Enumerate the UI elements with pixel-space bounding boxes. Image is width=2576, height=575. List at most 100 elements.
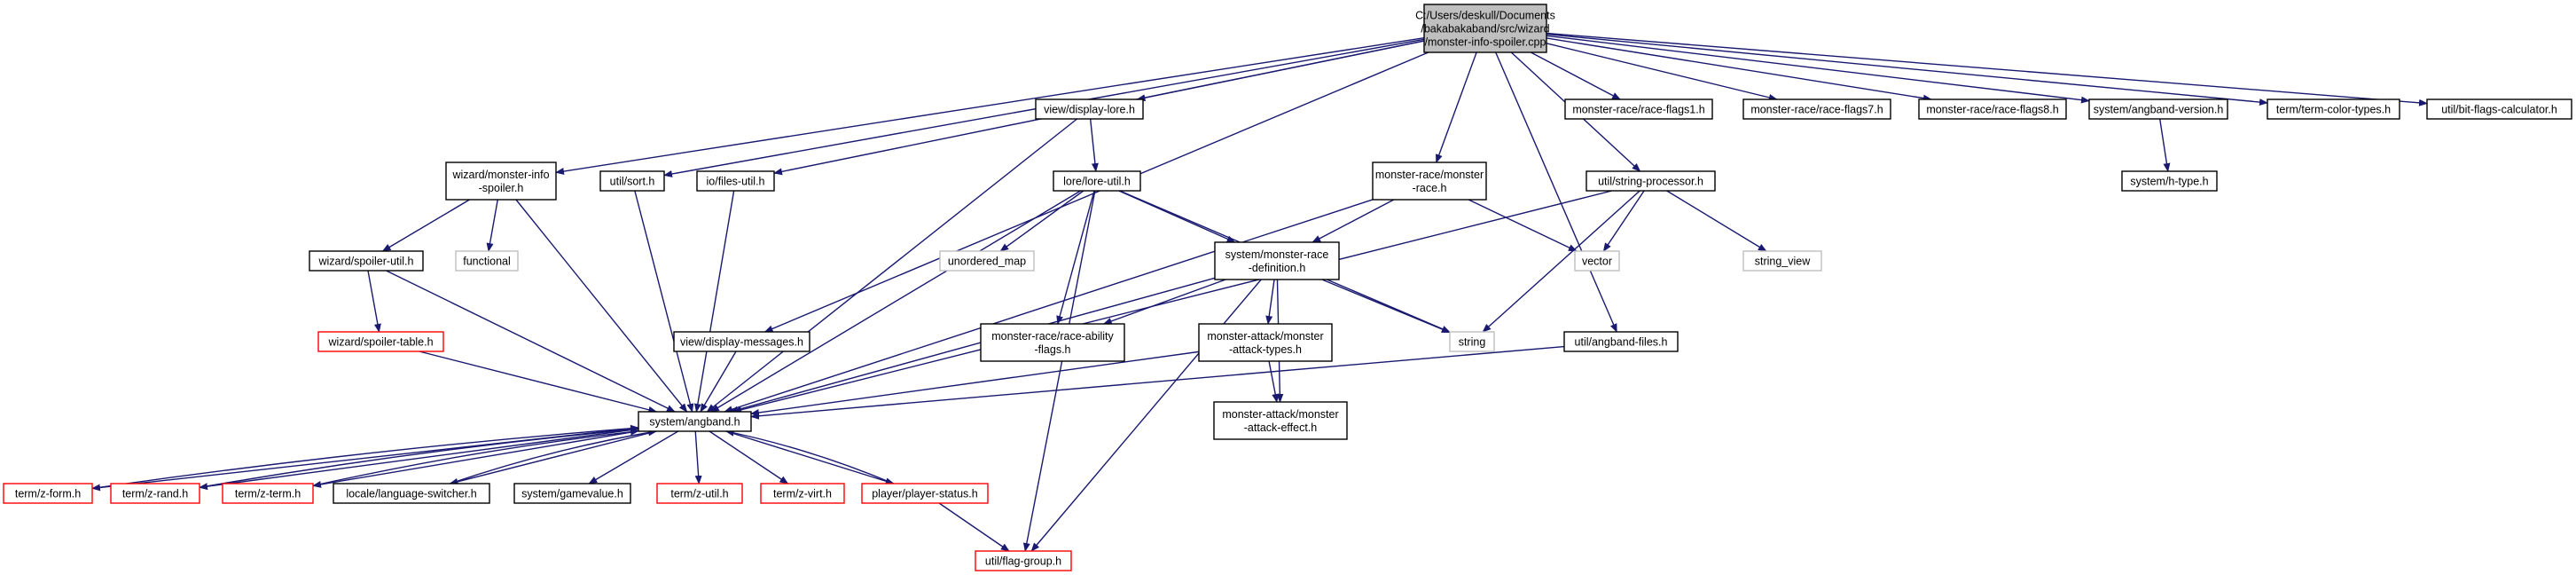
node-tzu[interactable]: term/z-util.h	[656, 483, 743, 504]
node-box	[309, 250, 424, 272]
edge-wms-to-sah	[515, 199, 688, 413]
node-wsu[interactable]: wizard/spoiler-util.h	[309, 250, 424, 272]
node-box	[1918, 98, 2067, 120]
node-label-line: term/z-virt.h	[773, 488, 832, 500]
edge-wsu-to-sah	[386, 270, 676, 413]
edge-sah-to-tzr	[199, 428, 639, 491]
edge-usp-to-vec	[1602, 190, 1645, 252]
node-label-line: term/z-term.h	[235, 488, 301, 500]
node-root[interactable]: C:/Users/deskull/Documents/bakabakaband/…	[1415, 4, 1555, 53]
edge-root-to-rf1	[1531, 51, 1621, 100]
node-rf1[interactable]: monster-race/race-flags1.h	[1564, 98, 1713, 120]
edge-pps-to-sah	[724, 429, 895, 484]
node-iof[interactable]: io/files-util.h	[696, 170, 775, 192]
node-box	[445, 161, 557, 201]
node-label-line: system/angband-version.h	[2094, 104, 2224, 116]
node-label-line: -attack-types.h	[1229, 343, 1302, 356]
node-label-line: util/bit-flags-calculator.h	[2441, 104, 2557, 116]
edge-line	[750, 345, 1565, 420]
node-box	[513, 483, 631, 504]
node-pps[interactable]: player/player-status.h	[861, 483, 989, 504]
edge-line	[724, 429, 895, 484]
node-box	[455, 250, 519, 272]
edge-line	[693, 190, 735, 413]
edge-line	[1102, 279, 1226, 325]
node-tzf[interactable]: term/z-form.h	[3, 483, 93, 504]
edge-sav-to-sht	[2159, 118, 2171, 172]
edge-line	[1136, 40, 1425, 102]
node-label-line: locale/language-switcher.h	[346, 488, 476, 500]
node-sht[interactable]: system/h-type.h	[2121, 170, 2218, 192]
edge-smrd-to-mraf	[1102, 279, 1226, 325]
node-label-line: monster-race/race-flags1.h	[1572, 104, 1704, 116]
node-label-line: monster-race/race-flags7.h	[1750, 104, 1883, 116]
edge-llu-to-sah	[710, 190, 1081, 413]
node-tzt[interactable]: term/z-term.h	[222, 483, 314, 504]
edge-llu-to-mraf	[1056, 190, 1095, 325]
edge-line	[450, 429, 658, 484]
node-label-line: system/gamevalue.h	[521, 488, 623, 500]
edge-line	[1602, 190, 1645, 252]
node-wms[interactable]: wizard/monster-info-spoiler.h	[445, 161, 557, 201]
node-vdl[interactable]: view/display-lore.h	[1035, 98, 1144, 120]
node-label-line: util/string-processor.h	[1598, 176, 1703, 188]
edge-mrh-to-vec	[1468, 199, 1578, 252]
edge-sah-to-tzt	[312, 429, 639, 488]
node-box	[1574, 250, 1620, 272]
node-ubf[interactable]: util/bit-flags-calculator.h	[2426, 98, 2572, 120]
node-mamae[interactable]: monster-attack/monster-attack-effect.h	[1213, 401, 1348, 440]
node-label-line: view/display-lore.h	[1044, 104, 1135, 116]
node-label-line: wizard/spoiler-util.h	[318, 256, 414, 268]
edge-usp-to-sview	[1666, 190, 1767, 252]
node-usort[interactable]: util/sort.h	[599, 170, 665, 192]
node-box	[3, 483, 93, 504]
node-tzv[interactable]: term/z-virt.h	[760, 483, 845, 504]
node-label-line: term/z-form.h	[15, 488, 81, 500]
node-mraf[interactable]: monster-race/race-ability-flags.h	[980, 323, 1125, 362]
edge-line	[1265, 279, 1275, 325]
edge-line	[709, 430, 789, 484]
node-ufg[interactable]: util/flag-group.h	[975, 550, 1072, 571]
node-label-line: -definition.h	[1249, 262, 1306, 274]
node-sah[interactable]: system/angband.h	[638, 411, 752, 432]
edge-usort-to-sah	[634, 190, 694, 413]
edge-line	[588, 430, 679, 484]
edge-root-to-vdm	[763, 51, 1429, 333]
edge-line	[729, 277, 1216, 414]
node-mamat[interactable]: monster-attack/monster-attack-types.h	[1198, 323, 1333, 362]
edge-root-to-rf7	[1546, 43, 1778, 101]
node-tzr[interactable]: term/z-rand.h	[110, 483, 200, 504]
node-mrh[interactable]: monster-race/monster-race.h	[1372, 161, 1487, 201]
edge-sah-to-tzu	[694, 430, 702, 484]
node-box	[1053, 170, 1141, 192]
node-vdm[interactable]: view/display-messages.h	[673, 331, 810, 352]
node-sav[interactable]: system/angband-version.h	[2088, 98, 2228, 120]
node-label-line: C:/Users/deskull/Documents	[1415, 10, 1555, 22]
edge-line	[1436, 51, 1477, 163]
edge-mamat-to-sah	[750, 351, 1200, 416]
node-rf7[interactable]: monster-race/race-flags7.h	[1742, 98, 1891, 120]
node-usp[interactable]: util/string-processor.h	[1586, 170, 1716, 192]
node-smrd[interactable]: system/monster-race-definition.h	[1214, 241, 1340, 280]
node-label-line: -attack-effect.h	[1244, 421, 1317, 434]
edge-root-to-mrh	[1436, 51, 1477, 163]
edge-line	[486, 199, 498, 252]
node-wst[interactable]: wizard/spoiler-table.h	[317, 331, 444, 352]
edge-sah-to-lls	[449, 430, 657, 485]
node-sgv[interactable]: system/gamevalue.h	[513, 483, 631, 504]
node-label-line: -race.h	[1413, 182, 1447, 194]
node-lls[interactable]: locale/language-switcher.h	[333, 483, 490, 504]
edge-tzf-to-sah	[91, 424, 639, 490]
node-llu[interactable]: lore/lore-util.h	[1053, 170, 1141, 192]
edge-line	[1495, 51, 1617, 333]
node-label-line: system/angband.h	[649, 416, 740, 429]
edge-line	[199, 426, 639, 489]
node-tct[interactable]: term/term-color-types.h	[2267, 98, 2400, 120]
node-rf8[interactable]: monster-race/race-flags8.h	[1918, 98, 2067, 120]
edge-line	[1468, 199, 1578, 252]
node-label-line: util/sort.h	[610, 176, 655, 188]
edge-layer	[91, 32, 2428, 552]
node-box	[317, 331, 444, 352]
node-uaf[interactable]: util/angband-files.h	[1563, 331, 1679, 352]
